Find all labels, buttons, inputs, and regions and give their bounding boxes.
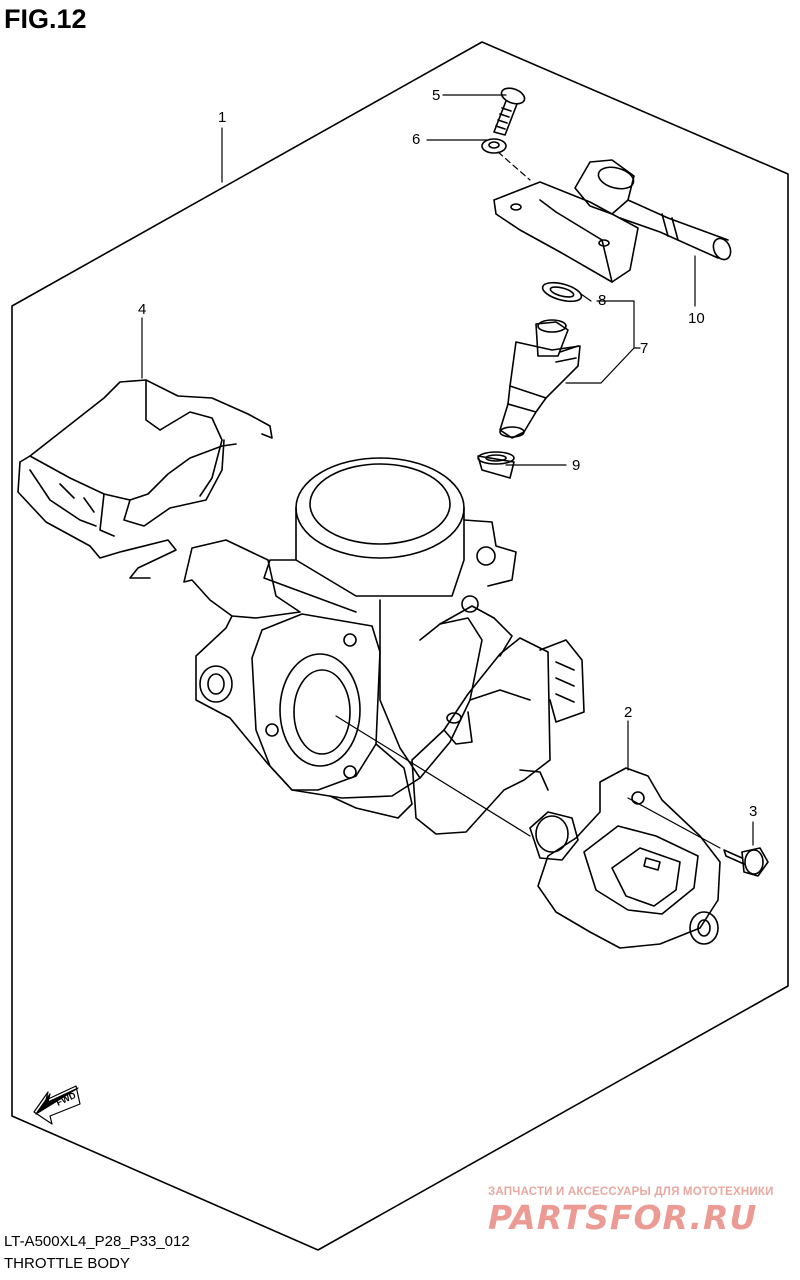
bracket-part-4 xyxy=(17,379,273,579)
callout-8: 8 xyxy=(598,292,607,309)
seal-part-9 xyxy=(477,451,515,479)
diagram-code: LT-A500XL4_P28_P33_012 xyxy=(4,1233,190,1250)
callout-10: 10 xyxy=(688,310,705,327)
callout-5: 5 xyxy=(432,87,441,104)
callout-6: 6 xyxy=(412,131,421,148)
fuel-pipe-part-10 xyxy=(493,159,732,283)
watermark-tagline: ЗАПЧАСТИ И АКСЕССУАРЫ ДЛЯ МОТОТЕХНИКИ xyxy=(488,1186,774,1198)
callout-3: 3 xyxy=(749,803,758,820)
fwd-arrow-icon: FWD xyxy=(33,1085,81,1125)
watermark-logo: PARTSFOR.RU xyxy=(488,1198,758,1237)
callout-1: 1 xyxy=(218,109,227,126)
fwd-label: FWD xyxy=(55,1090,78,1108)
callout-2: 2 xyxy=(624,704,633,721)
leader-lines xyxy=(141,94,754,849)
callout-9: 9 xyxy=(572,457,581,474)
callout-7: 7 xyxy=(640,340,649,357)
assembly-boundary xyxy=(11,41,789,1251)
screw-part-5 xyxy=(493,87,526,136)
throttle-body xyxy=(183,457,585,835)
washer-part-6 xyxy=(481,138,507,154)
bolt-part-3 xyxy=(723,847,769,877)
o-ring-part-8 xyxy=(541,281,583,303)
figure-title: FIG.12 xyxy=(4,4,87,34)
injector-part-7 xyxy=(499,319,581,439)
iac-valve-part-2 xyxy=(529,767,721,949)
callout-4: 4 xyxy=(138,301,147,318)
diagram-name: THROTTLE BODY xyxy=(4,1255,130,1272)
